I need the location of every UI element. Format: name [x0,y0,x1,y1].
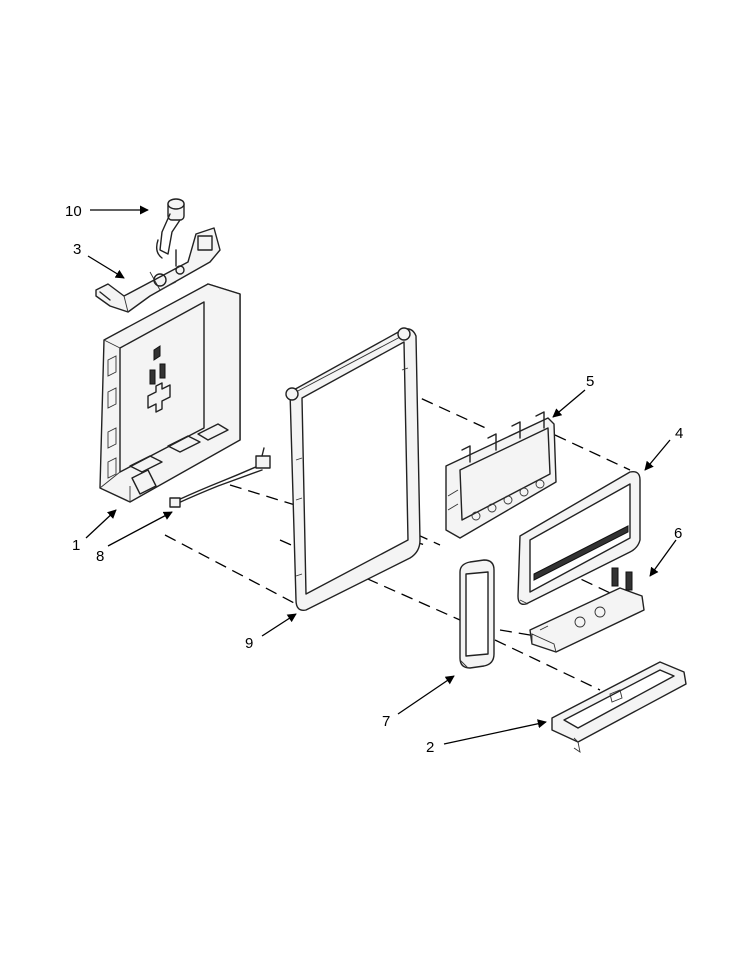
callout-1: 1 [72,537,80,554]
callout-6: 6 [674,525,682,542]
part-4-cover [517,470,641,606]
part-7-paddle [459,559,495,669]
part-1-housing [99,283,241,503]
callout-5: 5 [586,373,594,390]
part-8-wire-harness [169,447,271,508]
part-2-drip-tray [551,661,687,753]
part-9-door-frame [285,327,421,611]
callout-2: 2 [426,739,434,756]
callout-7: 7 [382,713,390,730]
callout-leaders [85,205,677,745]
callout-4: 4 [675,425,683,442]
callout-10: 10 [65,203,82,220]
part-10-water-fitting [155,198,185,259]
part-6-lower-bracket [529,567,645,653]
part-3-bracket [95,227,221,313]
part-5-control-panel [445,411,557,539]
callout-3: 3 [73,241,81,258]
callout-9: 9 [245,635,253,652]
callout-8: 8 [96,548,104,565]
callout-labels: 10 3 1 8 9 5 4 6 7 2 [65,203,683,756]
